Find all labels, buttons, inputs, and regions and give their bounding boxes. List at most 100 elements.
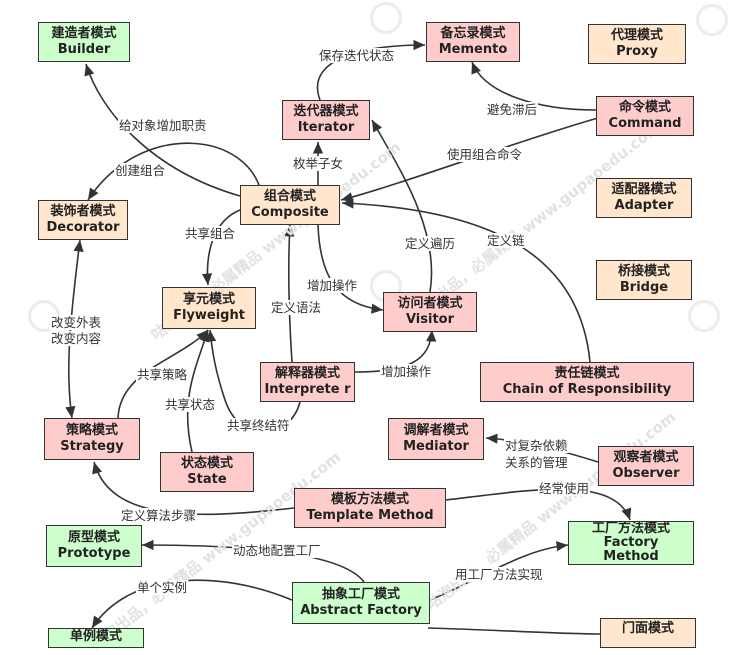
edge-composite-decorator [87, 142, 263, 201]
label-add-duty: 给对象增加职责 [118, 118, 208, 133]
node-interpreter-zh: 解释器模式 [274, 366, 340, 381]
node-state-zh: 状态模式 [180, 456, 233, 471]
node-flyweight-en: Flyweight [173, 308, 245, 323]
label-share-state: 共享状态 [164, 397, 217, 412]
label-share-terminal: 共享终结符 [226, 418, 291, 433]
node-strategy-en: Strategy [60, 439, 124, 454]
label-dyn-config-factory: 动态地配置工厂 [232, 543, 322, 558]
node-decorator-zh: 装饰者模式 [50, 204, 116, 219]
node-factory-method-en: Factory Method [603, 535, 659, 564]
edge-visitor-iterator [371, 119, 433, 293]
node-bridge-zh: 桥接模式 [617, 264, 670, 279]
label-complex-dep-1: 对复杂依赖 [504, 438, 569, 453]
node-prototype-en: Prototype [57, 546, 131, 561]
node-proxy-en: Proxy [616, 44, 658, 59]
label-share-composite: 共享组合 [184, 226, 237, 241]
node-prototype: 原型模式 Prototype [46, 525, 142, 567]
node-mediator: 调解者模式 Mediator [388, 418, 484, 460]
node-proxy-zh: 代理模式 [610, 28, 663, 43]
edge-command-memento [471, 61, 597, 111]
node-proxy: 代理模式 Proxy [588, 24, 686, 64]
node-adapter: 适配器模式 Adapter [596, 178, 692, 218]
label-share-strategy: 共享策略 [136, 367, 189, 382]
node-visitor-en: Visitor [405, 312, 455, 327]
edge-interpreter-composite [284, 224, 295, 363]
node-memento: 备忘录模式 Memento [426, 22, 520, 62]
node-composite-en: Composite [251, 205, 329, 220]
edge-interpreter-visitor [354, 329, 437, 373]
node-template-en: Template Method [306, 508, 434, 523]
node-flyweight: 享元模式 Flyweight [162, 287, 256, 329]
edge-composite-visitor [317, 224, 384, 314]
label-use-composite-cmd: 使用组合命令 [446, 147, 524, 162]
node-strategy: 策略模式 Strategy [44, 418, 140, 460]
label-define-grammar: 定义语法 [270, 300, 323, 315]
node-facade: 门面模式 [600, 618, 696, 648]
node-interpreter-en: Interprete r [264, 382, 351, 397]
edge-state-flyweight [186, 329, 210, 453]
label-define-chain: 定义链 [486, 233, 526, 248]
node-observer-zh: 观察者模式 [613, 450, 679, 465]
label-enum-children: 枚举子女 [292, 156, 345, 171]
node-iterator-en: Iterator [297, 120, 355, 135]
node-facade-zh: 门面模式 [621, 621, 674, 636]
label-single-instance: 单个实例 [136, 580, 189, 595]
watermark-logo-icon [688, 300, 720, 332]
node-iterator: 迭代器模式 Iterator [282, 100, 370, 140]
node-command-en: Command [608, 116, 682, 131]
node-strategy-zh: 策略模式 [65, 423, 118, 438]
node-composite: 组合模式 Composite [240, 185, 340, 225]
node-composite-zh: 组合模式 [263, 189, 316, 204]
label-add-op-2: 增加操作 [380, 364, 433, 379]
edge-bottom-facade [427, 627, 601, 635]
label-change-appearance: 改变外表 [50, 315, 103, 330]
node-bridge-en: Bridge [619, 280, 669, 295]
node-builder-en: Builder [57, 42, 111, 57]
node-factory-method: 工厂方法模式 Factory Method [568, 521, 694, 565]
node-command-zh: 命令模式 [618, 100, 671, 115]
label-impl-with-fm: 用工厂方法实现 [454, 567, 544, 582]
node-mediator-zh: 调解者模式 [403, 423, 469, 438]
node-abstract-factory: 抽象工厂模式 Abstract Factory [292, 582, 430, 624]
label-often-use: 经常使用 [538, 481, 591, 496]
watermark-logo-icon [696, 4, 728, 36]
node-flyweight-zh: 享元模式 [182, 292, 235, 307]
label-change-content: 改变内容 [50, 331, 103, 346]
node-mediator-en: Mediator [403, 439, 469, 454]
label-avoid-lag: 避免滞后 [486, 102, 539, 117]
node-abstract-factory-en: Abstract Factory [300, 603, 422, 618]
node-factory-method-zh: 工厂方法模式 [591, 521, 670, 536]
node-chain-zh: 责任链模式 [554, 366, 620, 381]
node-memento-en: Memento [438, 42, 508, 57]
node-state: 状态模式 State [160, 452, 254, 492]
node-observer: 观察者模式 Observer [598, 446, 694, 486]
node-adapter-en: Adapter [614, 198, 674, 213]
watermark-logo-icon [370, 2, 402, 34]
label-save-iter-state: 保存迭代状态 [318, 48, 396, 63]
node-decorator-en: Decorator [46, 220, 120, 235]
label-complex-dep-2: 关系的管理 [504, 455, 569, 470]
node-state-en: State [187, 472, 227, 487]
edge-abstract-factory [429, 541, 569, 601]
label-define-algo-steps: 定义算法步骤 [120, 508, 198, 523]
node-chain-en: Chain of Responsibility [502, 382, 672, 397]
node-observer-en: Observer [612, 466, 680, 481]
label-create-composite: 创建组合 [114, 163, 167, 178]
node-adapter-zh: 适配器模式 [611, 182, 677, 197]
node-interpreter: 解释器模式 Interprete r [260, 362, 355, 402]
node-decorator: 装饰者模式 Decorator [38, 200, 128, 240]
node-iterator-zh: 迭代器模式 [293, 104, 359, 119]
label-add-op-1: 增加操作 [306, 278, 359, 293]
node-template-zh: 模板方法模式 [330, 492, 409, 507]
node-builder: 建造者模式 Builder [38, 22, 130, 62]
node-command: 命令模式 Command [596, 96, 694, 136]
node-abstract-factory-zh: 抽象工厂模式 [321, 587, 400, 602]
node-prototype-zh: 原型模式 [67, 530, 120, 545]
node-singleton-zh: 单例模式 [69, 629, 122, 644]
node-memento-zh: 备忘录模式 [440, 26, 506, 41]
node-chain: 责任链模式 Chain of Responsibility [480, 362, 694, 402]
node-singleton: 单例模式 [48, 628, 144, 648]
label-define-traverse: 定义遍历 [404, 236, 457, 251]
node-bridge: 桥接模式 Bridge [596, 260, 692, 300]
node-visitor: 访问者模式 Visitor [383, 292, 477, 332]
